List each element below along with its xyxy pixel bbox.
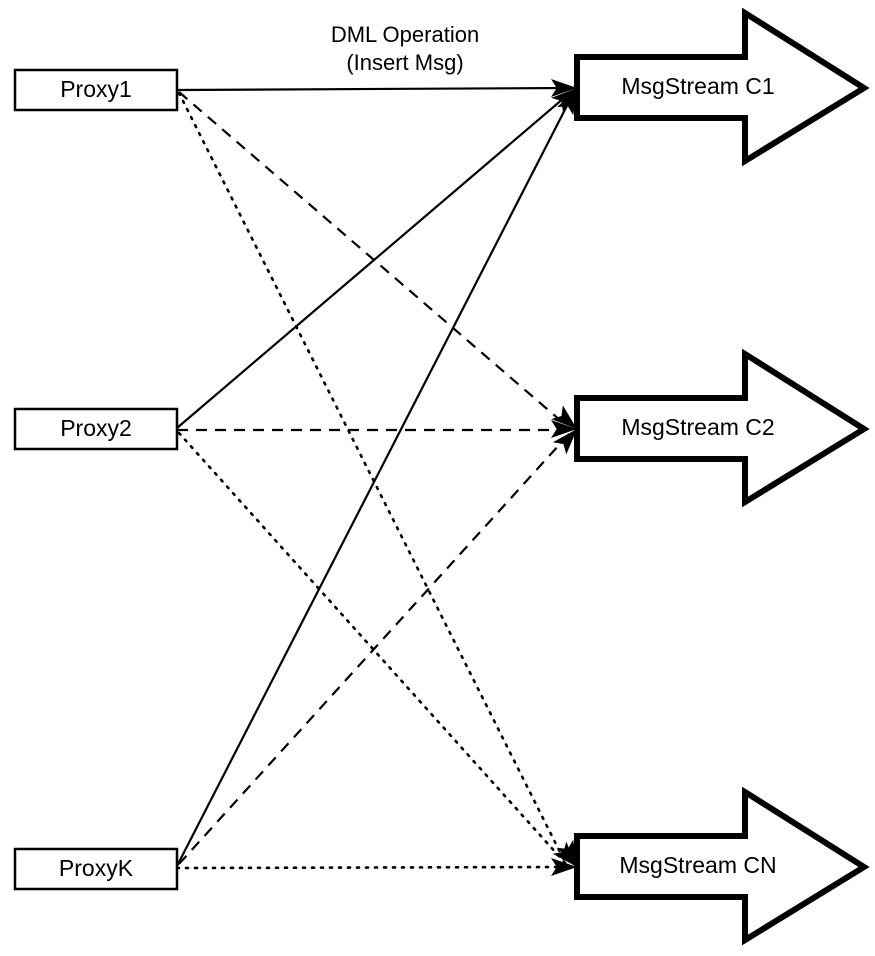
- arrowhead-icon-head-p2-c1: [551, 88, 577, 112]
- msgstream-arrow-shape-cn: [574, 786, 870, 946]
- proxy-box-proxy1: [13, 68, 179, 112]
- proxy-label-proxy1: Proxy1: [60, 76, 132, 102]
- proxy-label-proxy2: Proxy2: [60, 415, 132, 441]
- connector-pk-c1: [176, 93, 574, 867]
- msgstream-c1[interactable]: MsgStream C1: [574, 7, 870, 167]
- msgstream-arrow-shape-c1: [574, 7, 870, 167]
- msgstream-arrow-shape-c2: [574, 348, 870, 508]
- dml-operation-label-line2: (Insert Msg): [346, 50, 463, 75]
- proxy-node-proxy1[interactable]: Proxy1: [13, 68, 179, 112]
- msgstream-label-c1: MsgStream C1: [621, 73, 774, 99]
- connector-pk-cn: [175, 865, 568, 870]
- connector-p2-cn: [177, 431, 568, 866]
- arrowhead-icon-head-pk-c2: [552, 429, 577, 455]
- arrowhead-icon-head-p2-c2: [551, 420, 577, 438]
- dml-operation-label: DML Operation (Insert Msg): [331, 22, 479, 75]
- msgstream-label-c2: MsgStream C2: [621, 414, 774, 440]
- dml-operation-label-line1: DML Operation: [331, 22, 479, 47]
- connector-p1-cn: [177, 91, 568, 866]
- msgstream-cn[interactable]: MsgStream CN: [574, 786, 870, 946]
- connector-p1-c1: [176, 86, 571, 92]
- proxy-box-proxyk: [13, 847, 179, 891]
- arrowhead-layer: [551, 79, 577, 876]
- proxy-node-proxyk[interactable]: ProxyK: [13, 847, 179, 891]
- arrowhead-icon-head-pk-c1: [557, 88, 577, 116]
- connector-pk-c2: [178, 433, 570, 865]
- proxy-node-proxy2[interactable]: Proxy2: [13, 407, 179, 451]
- proxy-label-proxyk: ProxyK: [59, 855, 134, 881]
- msgstream-c2[interactable]: MsgStream C2: [574, 348, 870, 508]
- arrowhead-icon-head-pk-cn: [551, 858, 577, 876]
- proxy-box-proxy2: [13, 407, 179, 451]
- msgstream-layer: MsgStream C1 MsgStream C2 MsgStream CN: [574, 7, 870, 946]
- arrowhead-icon-head-p1-c1: [551, 79, 577, 97]
- arrowhead-icon-head-p1-c2: [551, 405, 577, 429]
- connector-layer: [175, 86, 574, 870]
- arrowhead-icon-head-p2-cn: [552, 841, 577, 867]
- msgstream-label-cn: MsgStream CN: [619, 852, 776, 878]
- connector-p2-c1: [176, 91, 572, 429]
